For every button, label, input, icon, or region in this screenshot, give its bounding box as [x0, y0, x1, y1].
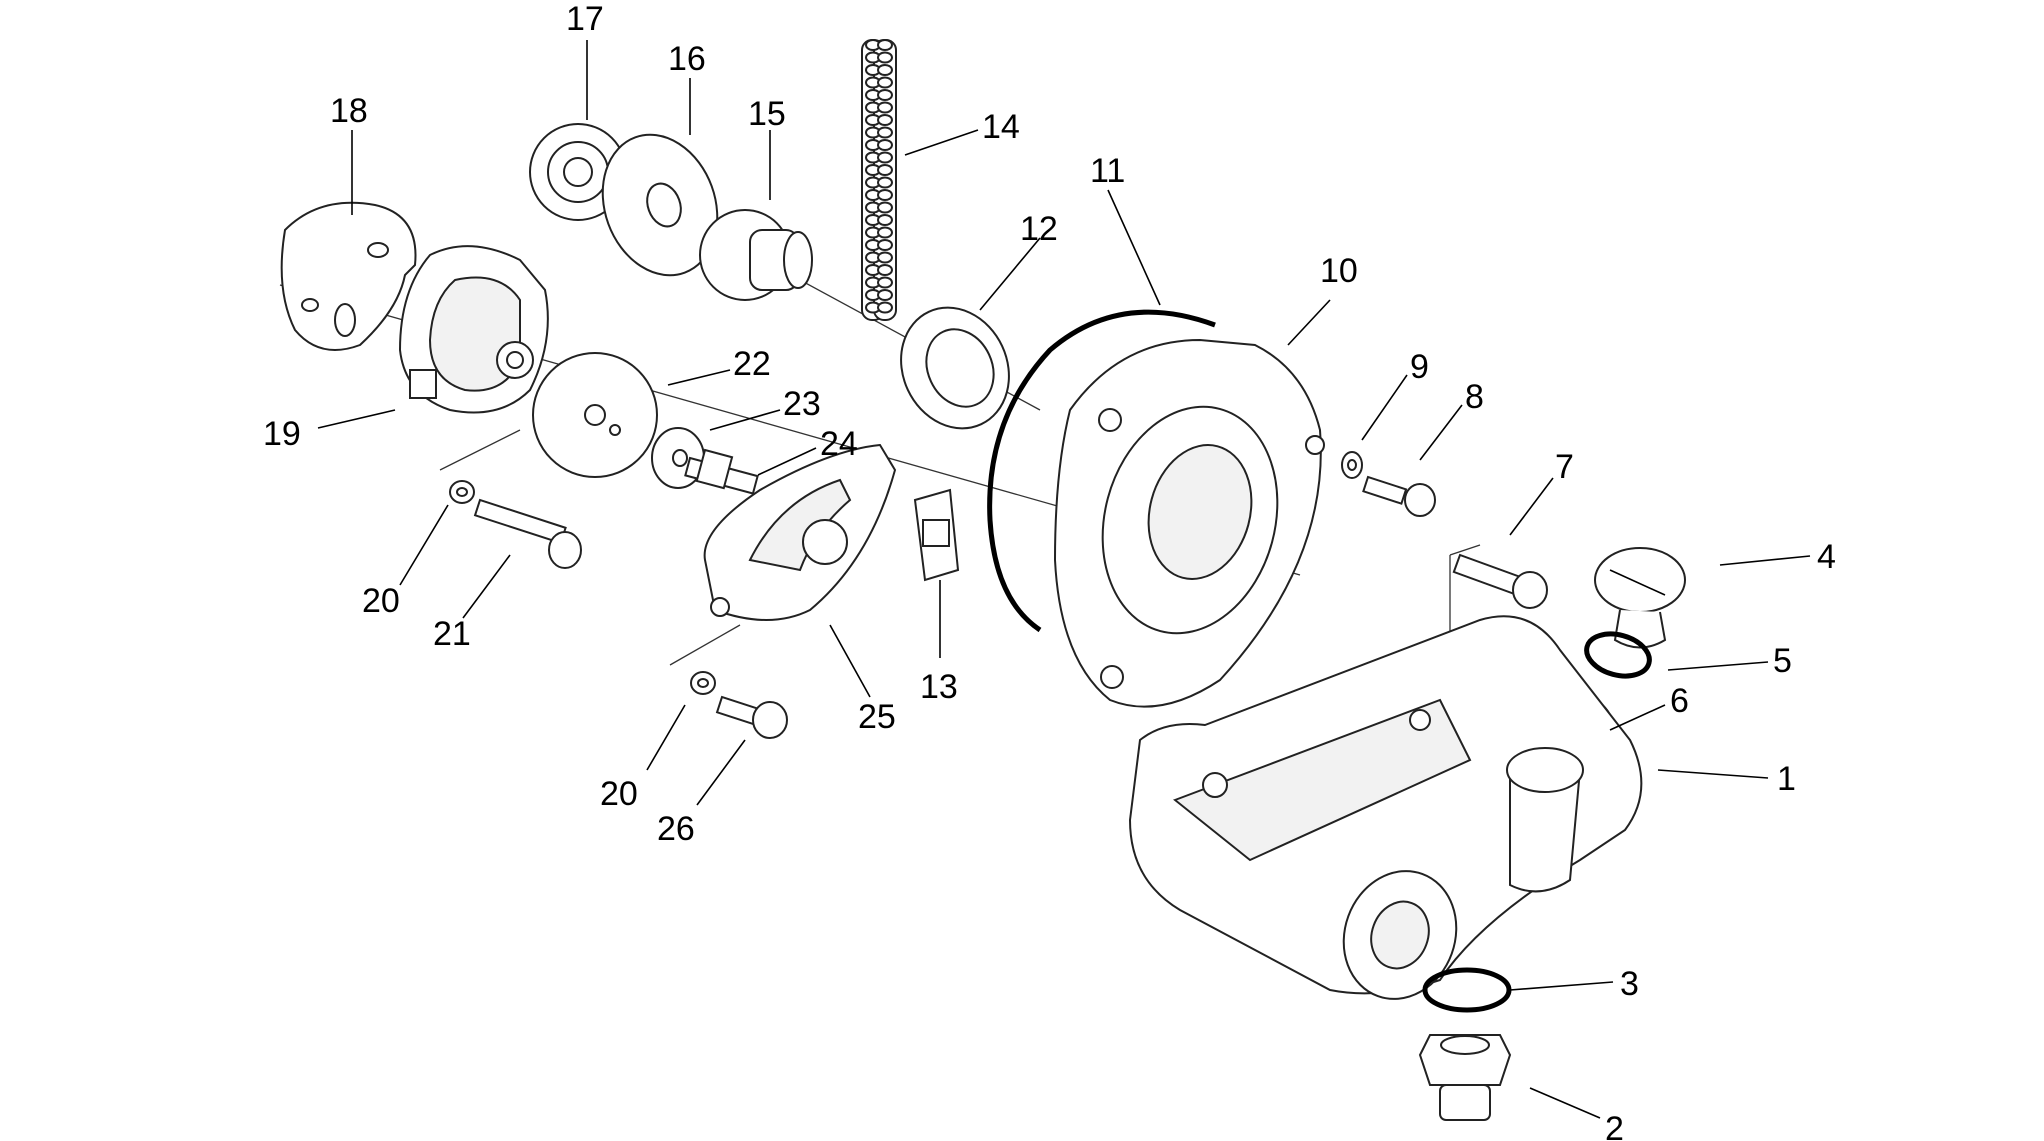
chain-link	[877, 251, 893, 264]
chain-link	[877, 214, 893, 226]
part-8-bolt	[1362, 475, 1436, 517]
part-25-cover-plate	[703, 443, 897, 621]
chain-link	[877, 139, 893, 151]
part-19-pump-body	[398, 245, 549, 414]
part-13-damper	[913, 488, 960, 582]
label-part-10: 10	[1320, 252, 1358, 290]
chain-link	[877, 101, 893, 114]
label-part-7: 7	[1555, 448, 1574, 486]
label-part-13: 13	[920, 668, 958, 706]
chain-links	[865, 39, 893, 314]
chain-link	[877, 39, 893, 51]
part-22-large-sprocket	[532, 352, 658, 478]
label-part-26: 26	[657, 810, 695, 848]
label-part-2: 2	[1605, 1110, 1624, 1141]
part-number-labels: 1 2 3 4 5 6 7 8 9 10 11 12 13 14 15 16 1…	[263, 0, 1836, 1141]
chain-link	[877, 89, 893, 101]
chain-link	[877, 64, 893, 76]
label-part-22: 22	[733, 345, 771, 383]
label-part-19: 19	[263, 415, 301, 453]
label-part-4: 4	[1817, 538, 1836, 576]
label-part-9: 9	[1410, 348, 1429, 386]
chain-link	[877, 176, 893, 189]
label-part-11: 11	[1090, 152, 1125, 190]
part-7-bolt	[1452, 553, 1548, 609]
chain-link	[877, 289, 893, 301]
part-9-washer	[1341, 451, 1363, 479]
part-15-sprocket-hub	[699, 209, 813, 301]
label-part-17: 17	[566, 0, 604, 38]
chain-link	[877, 189, 893, 201]
part-26-bolt	[715, 695, 788, 739]
part-1-housing	[1128, 615, 1643, 1000]
leader-lines	[317, 40, 1811, 1119]
chain-link	[877, 151, 893, 164]
part-10-cover	[1053, 338, 1325, 708]
part-5-o-ring	[1584, 631, 1652, 679]
chain-link	[877, 239, 893, 251]
chain-link	[877, 76, 893, 89]
label-part-25: 25	[858, 698, 896, 736]
chain-link	[877, 276, 893, 289]
label-part-6: 6	[1670, 682, 1689, 720]
part-24-bolt	[684, 448, 759, 495]
label-part-14: 14	[982, 108, 1020, 146]
part-12-oil-seal	[900, 306, 1010, 430]
part-18-gasket	[280, 201, 417, 351]
label-part-8: 8	[1465, 378, 1484, 416]
chain-link	[877, 126, 893, 139]
label-part-18: 18	[330, 92, 368, 130]
chain-link	[877, 226, 893, 239]
part-20-washer-lower	[690, 671, 716, 695]
label-part-3: 3	[1620, 965, 1639, 1003]
label-part-20-lower: 20	[600, 775, 638, 813]
chain-link	[877, 264, 893, 276]
chain-link	[877, 164, 893, 176]
label-part-15: 15	[748, 95, 786, 133]
label-part-5: 5	[1773, 642, 1792, 680]
label-part-12: 12	[1020, 210, 1058, 248]
label-part-24: 24	[820, 425, 858, 463]
chain-link	[877, 301, 893, 314]
chain-link	[877, 114, 893, 126]
chain-link	[877, 51, 893, 64]
label-part-1: 1	[1777, 760, 1796, 798]
label-part-16: 16	[668, 40, 706, 78]
part-20-washer-upper	[449, 480, 475, 504]
part-21-long-bolt	[473, 498, 582, 569]
label-part-23: 23	[783, 385, 821, 423]
chain-link	[877, 201, 893, 214]
part-16-washer	[601, 133, 719, 277]
part-11-o-ring	[987, 309, 1216, 633]
label-part-21: 21	[433, 615, 471, 653]
part-3-o-ring	[1422, 967, 1512, 1013]
label-part-20-upper: 20	[362, 582, 400, 620]
part-2-drain-plug	[1418, 1034, 1512, 1121]
